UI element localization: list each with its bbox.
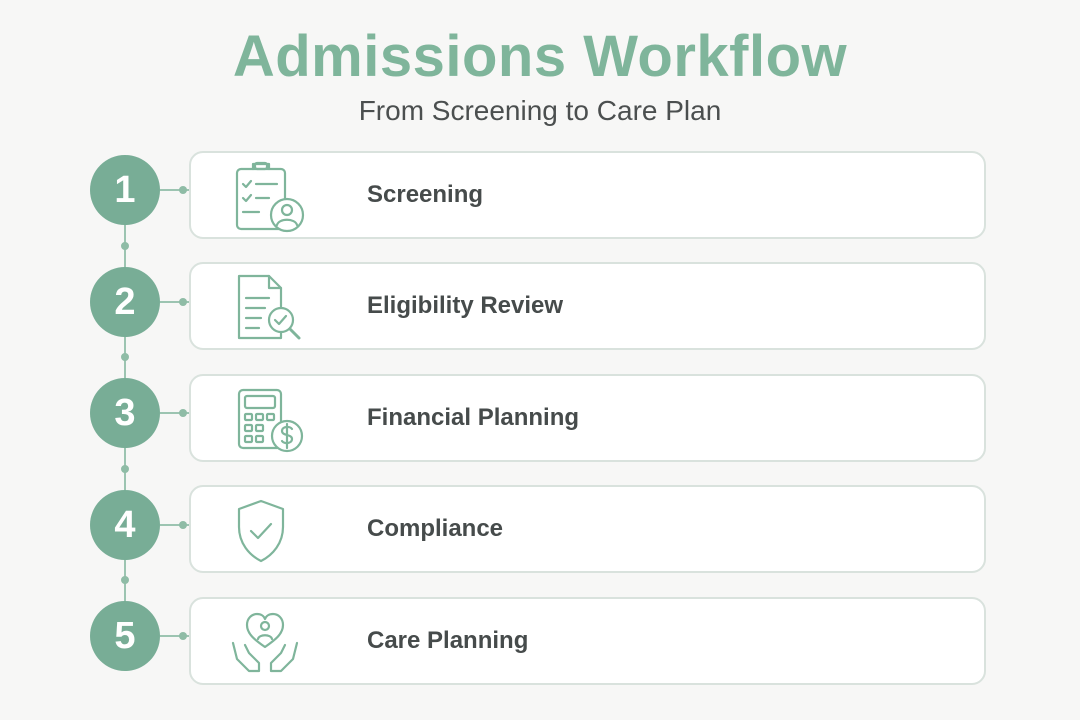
step-1-label: Screening (367, 181, 484, 208)
calculator-dollar-icon (237, 388, 304, 453)
step-1-card[interactable]: Screening (189, 151, 986, 239)
step-2-label: Eligibility Review (367, 292, 564, 319)
step-5-card[interactable]: Care Planning (189, 597, 986, 685)
step-1-number: 1 (90, 155, 160, 225)
step-4-number: 4 (90, 490, 160, 560)
page-title: Admissions Workflow (232, 24, 848, 89)
step-5-number: 5 (90, 601, 160, 671)
step-5-label: Care Planning (367, 627, 529, 654)
shield-check-icon (237, 499, 285, 563)
step-4-label: Compliance (367, 515, 504, 542)
step-2-number: 2 (90, 267, 160, 337)
step-3-label: Financial Planning (367, 404, 580, 431)
step-3-number: 3 (90, 378, 160, 448)
document-magnifier-check-icon (237, 274, 301, 340)
hands-heart-person-icon (231, 612, 299, 673)
step-3-card[interactable]: Financial Planning (189, 374, 986, 462)
step-2-card[interactable]: Eligibility Review (189, 262, 986, 350)
clipboard-checklist-person-icon (235, 161, 305, 233)
step-4-card[interactable]: Compliance (189, 485, 986, 573)
page-subtitle: From Screening to Care Plan (358, 95, 722, 126)
